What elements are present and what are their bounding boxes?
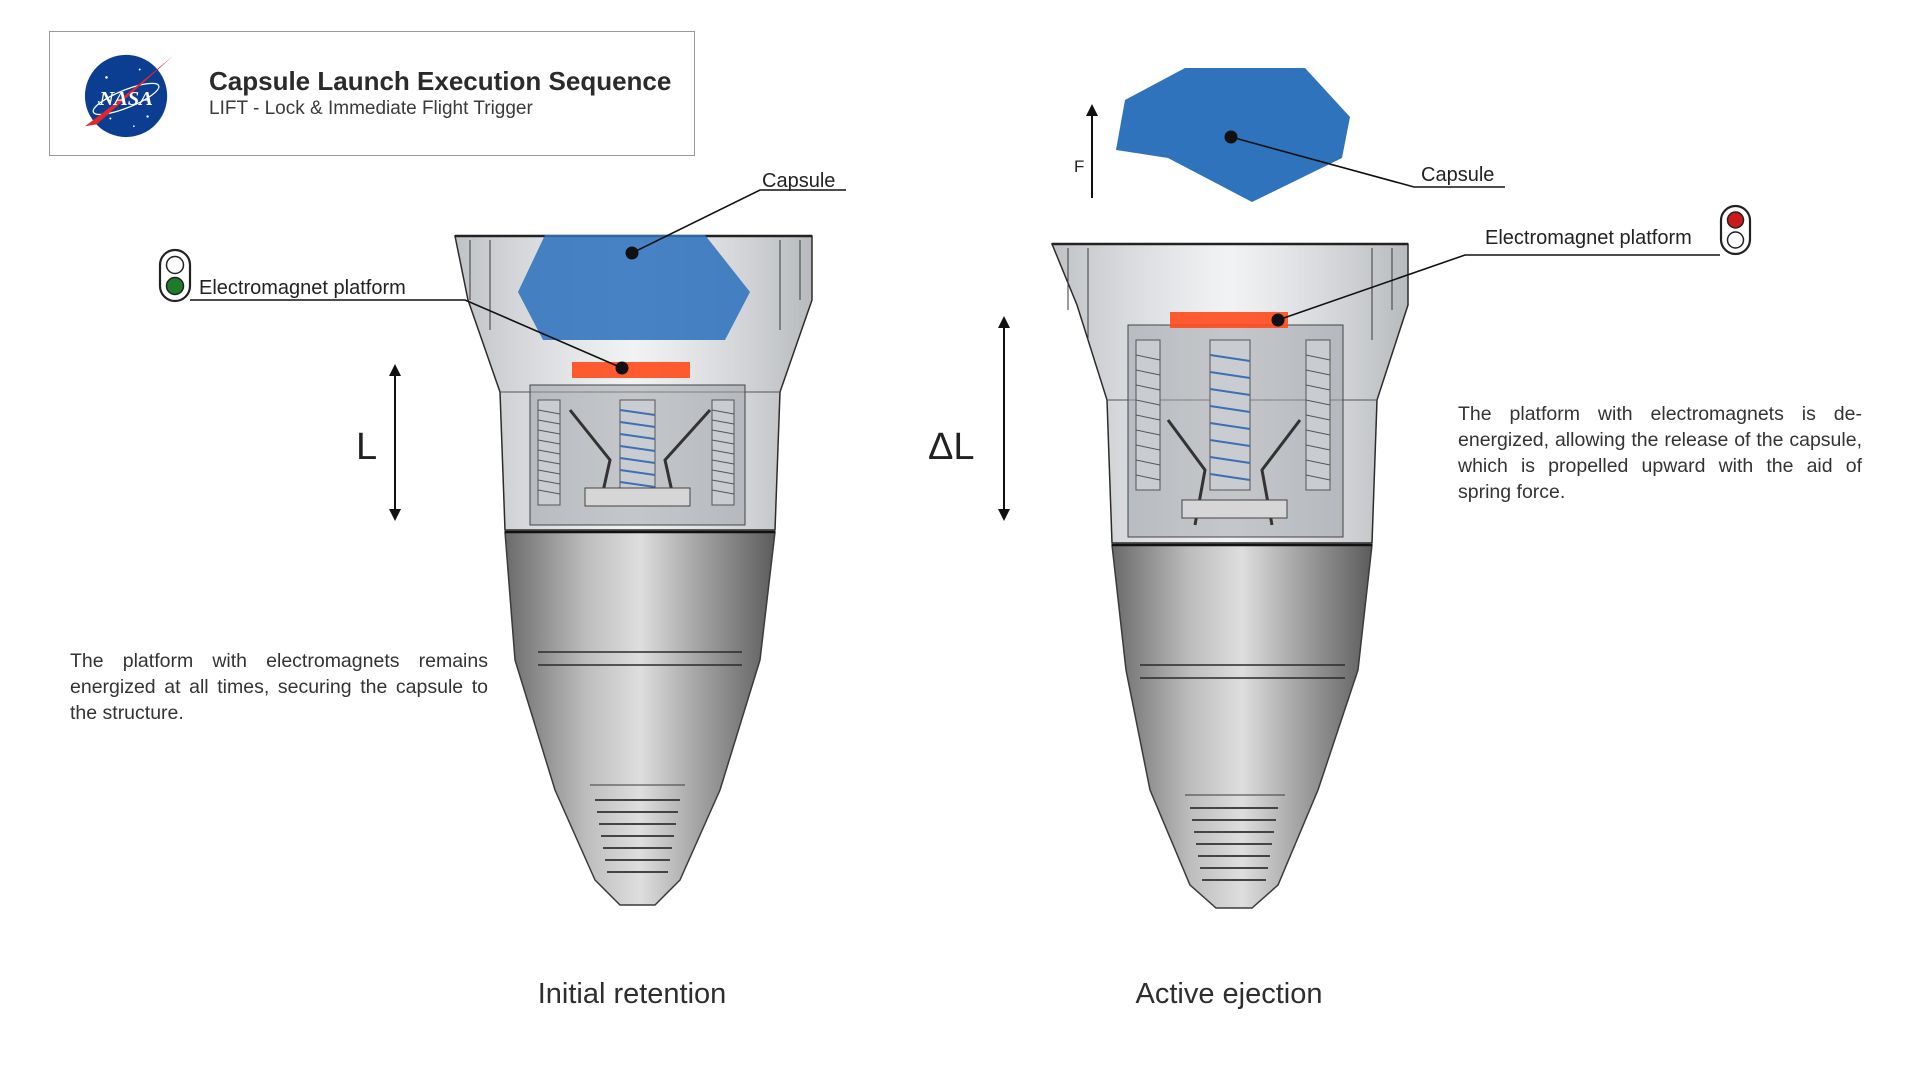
left-caption: Initial retention	[537, 978, 727, 1010]
left-capsule-icon	[518, 235, 750, 340]
right-assembly: Capsule Electromagnet platform F ΔL	[928, 68, 1752, 909]
left-tip-threads	[595, 799, 680, 873]
right-platform-label: Electromagnet platform	[1485, 227, 1692, 249]
left-platform-label: Electromagnet platform	[199, 277, 406, 299]
force-label: F	[1074, 157, 1084, 176]
right-electromagnet-platform	[1170, 312, 1288, 328]
page-subtitle: LIFT - Lock & Immediate Flight Trigger	[209, 98, 533, 119]
right-caption: Active ejection	[1135, 978, 1323, 1010]
right-capsule-label: Capsule	[1421, 164, 1494, 186]
left-signal-icon	[158, 248, 192, 303]
header-box: NASA Capsule Launch Execution Sequence L…	[49, 31, 695, 156]
left-electromagnet-platform	[572, 362, 690, 378]
left-dimension-label: L	[356, 426, 377, 468]
left-capsule-label: Capsule	[762, 170, 835, 192]
right-description: The platform with electromagnets is de-e…	[1458, 403, 1862, 503]
page-title: Capsule Launch Execution Sequence	[209, 66, 672, 96]
nasa-logo-icon: NASA	[84, 54, 174, 138]
nasa-logo-text: NASA	[98, 88, 153, 110]
right-dimension-label: ΔL	[928, 426, 975, 468]
right-signal-icon	[1719, 204, 1752, 256]
right-tip-threads	[1190, 807, 1278, 881]
right-springs	[1135, 339, 1331, 526]
left-description: The platform with electromagnets remains…	[70, 650, 488, 724]
left-assembly: Capsule Electromagnet platform L	[158, 170, 846, 906]
